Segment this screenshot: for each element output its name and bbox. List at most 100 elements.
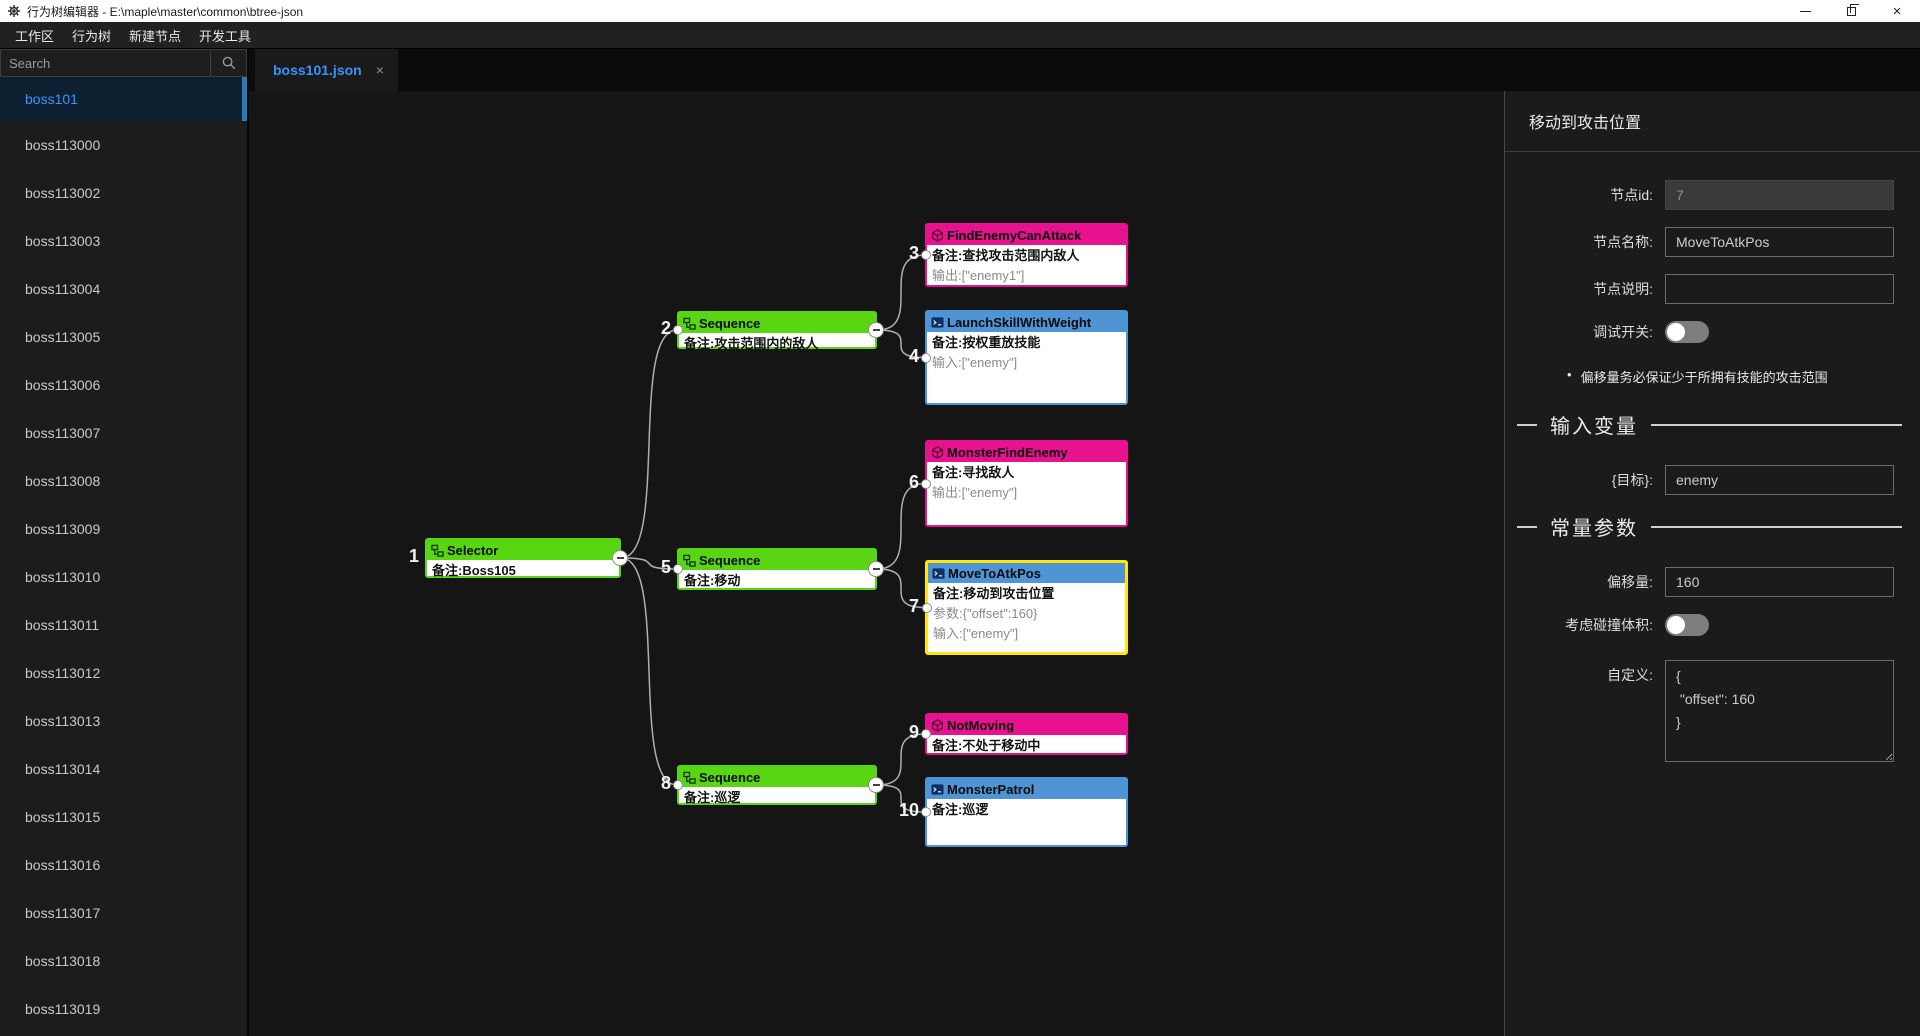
window-title: 行为树编辑器 - E:\maple\master\common\btree-js… xyxy=(27,4,304,19)
out-port[interactable] xyxy=(868,322,884,338)
minus-icon xyxy=(872,568,880,570)
out-port[interactable] xyxy=(868,561,884,577)
tab-close-icon[interactable]: × xyxy=(375,62,384,78)
tabstrip: boss101.json × xyxy=(249,49,1920,91)
sidebar-item-label: boss113007 xyxy=(25,425,101,441)
in-port[interactable] xyxy=(673,564,683,574)
sidebar-item-boss113012[interactable]: boss113012 xyxy=(0,649,247,697)
sidebar-item-boss113004[interactable]: boss113004 xyxy=(0,265,247,313)
out-port[interactable] xyxy=(868,777,884,793)
field-input[interactable] xyxy=(1665,567,1894,597)
minimize-button[interactable] xyxy=(1782,0,1828,22)
node-title: Sequence xyxy=(699,769,761,785)
sidebar-item-boss113006[interactable]: boss113006 xyxy=(0,361,247,409)
search-input[interactable] xyxy=(1,50,210,76)
tree-icon xyxy=(431,544,444,557)
field-row: 偏移量: xyxy=(1505,567,1894,597)
edge-8-9 xyxy=(876,733,926,786)
hint-text: 偏移量务必保证少于所拥有技能的攻击范围 xyxy=(1580,370,1828,385)
node-line: 输出:["enemy1"] xyxy=(932,268,1025,283)
sidebar-item-boss113015[interactable]: boss113015 xyxy=(0,793,247,841)
node-order-number: 7 xyxy=(908,595,919,616)
node-body: 备注:移动 xyxy=(679,570,875,592)
sidebar-item-boss113018[interactable]: boss113018 xyxy=(0,937,247,985)
node-title: MonsterPatrol xyxy=(947,781,1035,797)
sidebar-item-boss113014[interactable]: boss113014 xyxy=(0,745,247,793)
toggle-switch[interactable] xyxy=(1665,614,1709,636)
node-line: 备注:寻找敌人 xyxy=(932,465,1015,480)
tree-node-MonsterPatrol[interactable]: MonsterPatrol 备注:巡逻 xyxy=(921,777,1128,847)
tab-label: boss101.json xyxy=(273,62,362,78)
custom-json-textarea[interactable] xyxy=(1665,660,1894,762)
node-line: 备注:巡逻 xyxy=(932,802,989,817)
sidebar-item-boss113009[interactable]: boss113009 xyxy=(0,505,247,553)
field-input[interactable] xyxy=(1665,227,1894,257)
restore-button[interactable] xyxy=(1828,0,1874,22)
field-label: 自定义: xyxy=(1607,667,1653,683)
sidebar-item-boss113007[interactable]: boss113007 xyxy=(0,409,247,457)
toggle-knob xyxy=(1667,616,1685,634)
field-label: {目标}: xyxy=(1611,472,1653,488)
sidebar-item-boss113017[interactable]: boss113017 xyxy=(0,889,247,937)
field-label: 考虑碰撞体积: xyxy=(1565,617,1653,633)
sidebar-item-label: boss113006 xyxy=(25,377,101,393)
in-port[interactable] xyxy=(673,325,683,335)
node-body: 备注:Boss105 xyxy=(427,560,619,582)
node-order-number: 3 xyxy=(908,243,919,263)
menu-item-1[interactable]: 工作区 xyxy=(15,28,55,44)
sidebar-item-boss113019[interactable]: boss113019 xyxy=(0,985,247,1033)
sidebar-item-label: boss113009 xyxy=(25,521,101,537)
sidebar-item-boss113003[interactable]: boss113003 xyxy=(0,217,247,265)
in-port[interactable] xyxy=(673,780,683,790)
sidebar-item-boss113016[interactable]: boss113016 xyxy=(0,841,247,889)
close-button[interactable]: × xyxy=(1874,0,1920,22)
sidebar-item-boss113008[interactable]: boss113008 xyxy=(0,457,247,505)
node-header: Selector xyxy=(427,540,619,560)
toggle-switch[interactable] xyxy=(1665,321,1709,343)
search-button[interactable] xyxy=(210,50,246,76)
node-order-number: 2 xyxy=(660,318,671,338)
sidebar-item-boss113000[interactable]: boss113000 xyxy=(0,121,247,169)
menu-item-3[interactable]: 新建节点 xyxy=(129,28,182,44)
field-input[interactable] xyxy=(1665,465,1894,495)
field-input[interactable] xyxy=(1665,180,1894,210)
in-port[interactable] xyxy=(921,729,931,739)
node-title: Selector xyxy=(447,542,499,558)
in-port[interactable] xyxy=(921,250,931,260)
in-port[interactable] xyxy=(921,478,931,489)
field-input[interactable] xyxy=(1665,274,1894,304)
sidebar-item-label: boss113008 xyxy=(25,473,101,489)
out-port[interactable] xyxy=(612,550,628,566)
sidebar-item-label: boss113017 xyxy=(25,905,101,921)
sidebar-item-boss101[interactable]: boss101 xyxy=(0,77,247,121)
tab-boss101.json[interactable]: boss101.json × xyxy=(255,49,398,91)
sidebar-item-boss113010[interactable]: boss113010 xyxy=(0,553,247,601)
menu-item-2[interactable]: 行为树 xyxy=(72,28,112,44)
sidebar-item-boss113013[interactable]: boss113013 xyxy=(0,697,247,745)
sidebar-item-label: boss113018 xyxy=(25,953,101,969)
menu-item-4[interactable]: 开发工具 xyxy=(199,28,252,44)
gear-icon xyxy=(7,4,21,18)
node-line: 备注:按权重放技能 xyxy=(932,335,1041,350)
in-port[interactable] xyxy=(921,807,931,817)
sidebar-item-boss113005[interactable]: boss113005 xyxy=(0,313,247,361)
in-port[interactable] xyxy=(922,602,932,613)
sidebar-item-boss113011[interactable]: boss113011 xyxy=(0,601,247,649)
node-line: 备注:攻击范围内的敌人 xyxy=(684,336,819,351)
edge-8-10 xyxy=(876,784,926,813)
field-row: 节点id: xyxy=(1505,180,1894,210)
sidebar-item-label: boss113000 xyxy=(25,137,101,153)
minus-icon xyxy=(616,557,624,559)
in-port[interactable] xyxy=(921,352,931,363)
sidebar-item-boss113002[interactable]: boss113002 xyxy=(0,169,247,217)
